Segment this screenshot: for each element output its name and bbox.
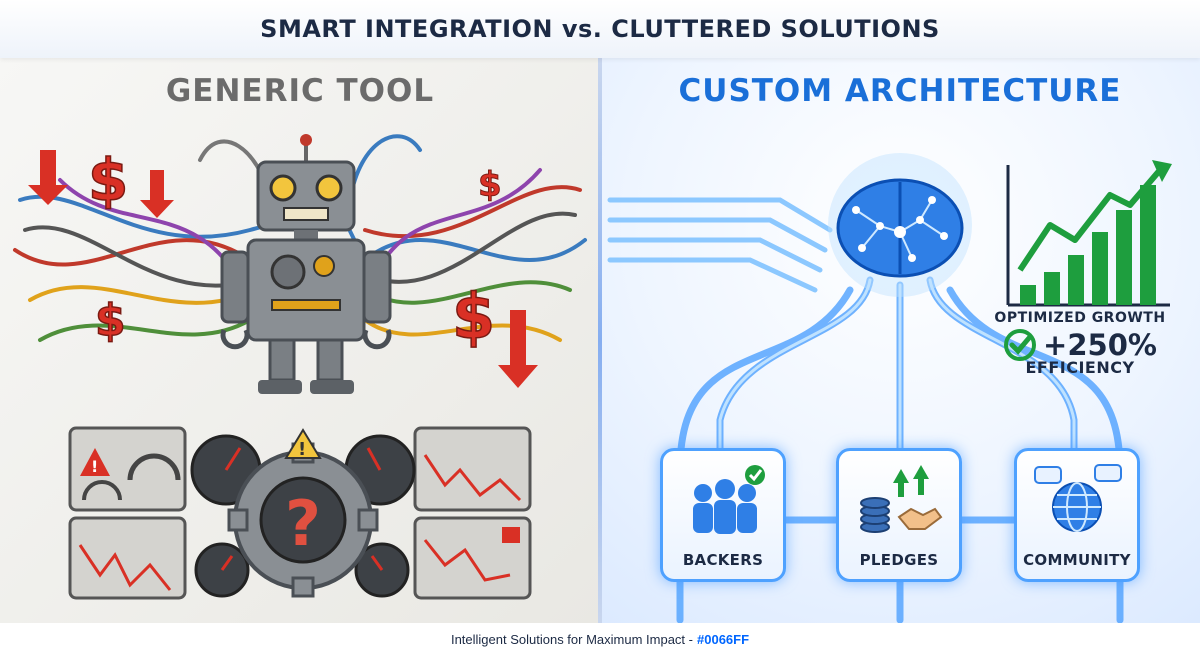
pledges-card: PLEDGES <box>836 448 962 582</box>
growth-value: +250% <box>1043 328 1157 362</box>
broken-dashboard-icon: ! <box>68 426 532 600</box>
svg-text:$: $ <box>95 295 126 346</box>
falling-dollar-icon: $ $ $ $ <box>28 145 538 388</box>
people-icon <box>693 465 765 534</box>
footer-text: Intelligent Solutions for Maximum Impact… <box>450 631 693 647</box>
circuit-lines-icon <box>607 197 833 293</box>
rusty-robot-icon <box>220 134 392 394</box>
coins-handshake-icon <box>860 465 943 533</box>
gauge-icon <box>190 434 416 598</box>
svg-text:!: ! <box>91 457 98 476</box>
svg-text:$: $ <box>452 280 495 353</box>
warning-icon: ! <box>284 428 322 460</box>
generic-tool-illustration: $ $ $ $ ! <box>13 134 587 600</box>
growth-chart-icon <box>1006 160 1172 307</box>
ai-brain-icon <box>828 153 972 297</box>
growth-row: +250% <box>990 328 1170 362</box>
footer: Intelligent Solutions for Maximum Impact… <box>0 623 1200 655</box>
custom-architecture-illustration <box>607 153 1172 623</box>
broken-gear-icon: ? <box>227 442 379 598</box>
custom-architecture-heading: CUSTOM ARCHITECTURE <box>678 73 1122 109</box>
community-label: COMMUNITY <box>1023 551 1131 569</box>
banner-title: SMART INTEGRATION vs. CLUTTERED SOLUTION… <box>260 15 940 43</box>
community-card: COMMUNITY <box>1014 448 1140 582</box>
svg-text:$: $ <box>88 146 128 214</box>
globe-chat-icon <box>1034 464 1122 532</box>
backers-label: BACKERS <box>682 551 764 569</box>
banner: SMART INTEGRATION vs. CLUTTERED SOLUTION… <box>0 0 1200 58</box>
footer-color-code: #0066FF <box>697 631 750 647</box>
backers-card: BACKERS <box>660 448 786 582</box>
pledges-label: PLEDGES <box>859 551 939 569</box>
tangled-wires-icon <box>13 134 587 342</box>
svg-text:$: $ <box>478 165 502 205</box>
generic-tool-heading: GENERIC TOOL <box>165 73 435 109</box>
growth-label: OPTIMIZED GROWTH <box>994 310 1166 326</box>
svg-text:!: ! <box>298 439 306 460</box>
growth-summary: OPTIMIZED GROWTH +250% EFFICIENCY <box>990 310 1170 377</box>
panel-divider <box>598 58 602 623</box>
check-circle-icon <box>1004 329 1037 361</box>
svg-text:?: ? <box>285 487 321 560</box>
efficiency-label: EFFICIENCY <box>1025 358 1135 377</box>
